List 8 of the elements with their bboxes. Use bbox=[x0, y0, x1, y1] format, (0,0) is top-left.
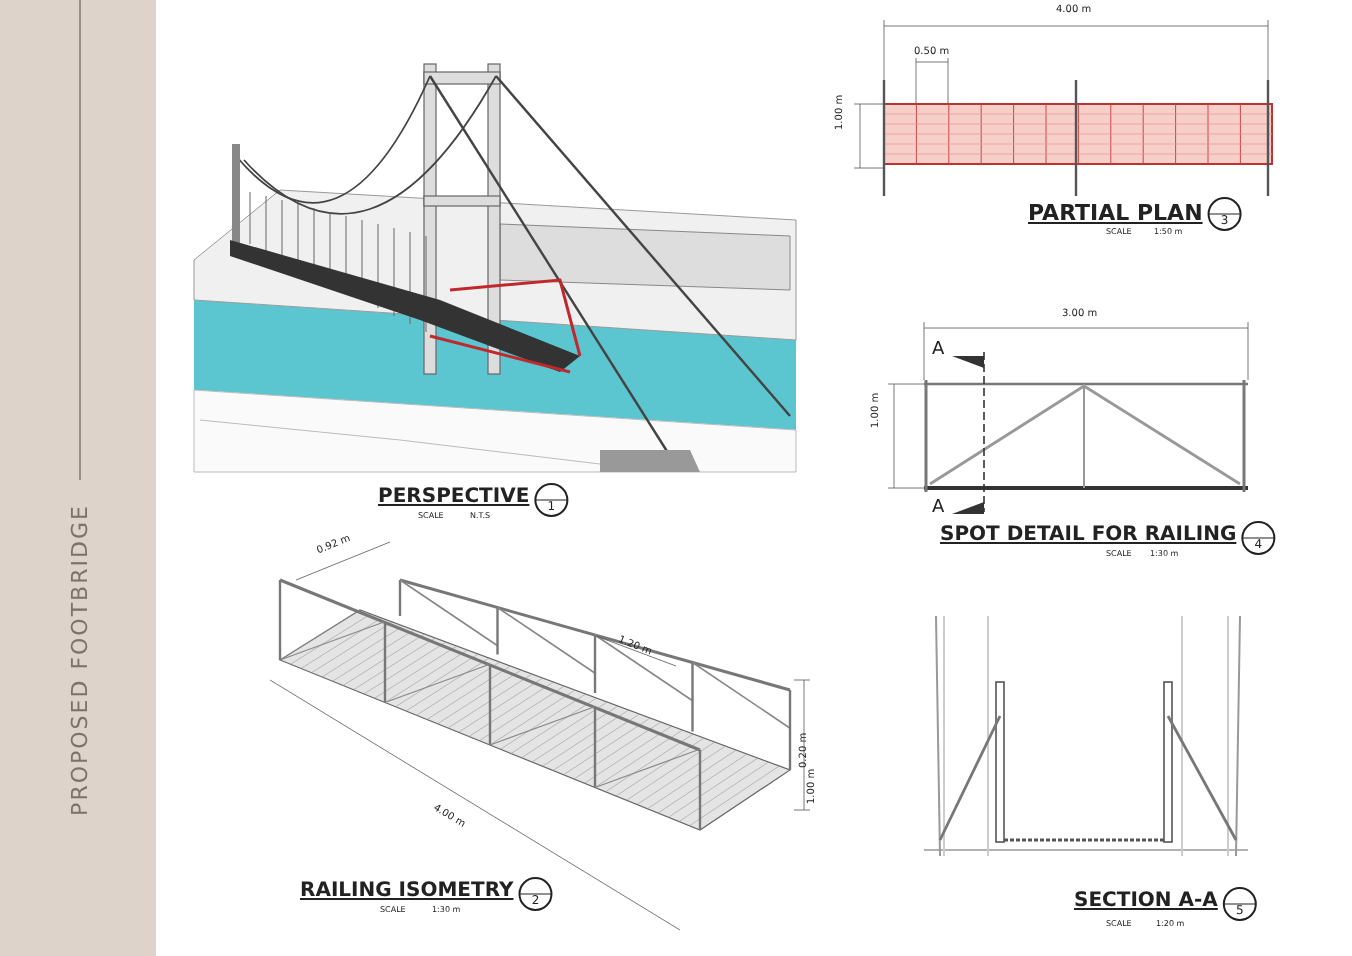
drawing-title: SPOT DETAIL FOR RAILING bbox=[940, 526, 1237, 546]
section-marker-label: A bbox=[932, 342, 945, 360]
drawing-title: RAILING ISOMETRY bbox=[300, 882, 514, 902]
section-marker-label: A bbox=[932, 500, 945, 518]
drawing-title: SECTION A-A bbox=[1074, 892, 1218, 912]
drawing-title: PERSPECTIVE bbox=[378, 488, 530, 508]
drawing-title: PARTIAL PLAN bbox=[1028, 202, 1203, 224]
sheet-title: PROPOSED FOOTBRIDGE bbox=[67, 504, 93, 816]
